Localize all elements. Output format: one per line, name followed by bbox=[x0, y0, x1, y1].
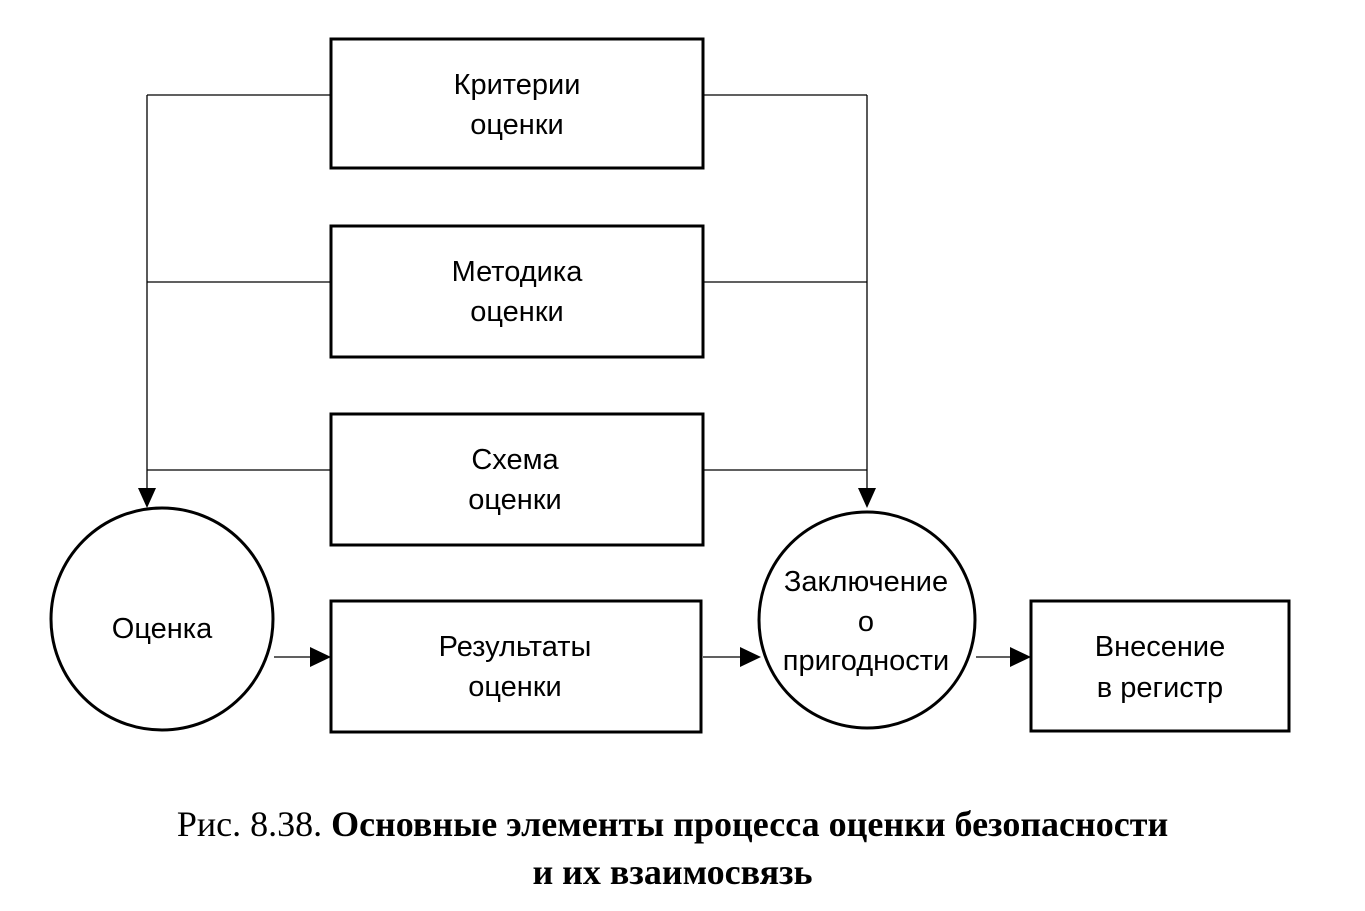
node-registry: Внесение в регистр bbox=[1029, 599, 1291, 733]
caption-prefix: Рис. 8.38. bbox=[176, 804, 323, 844]
evaluation-label: Оценка bbox=[112, 613, 213, 645]
node-results: Результаты оценки bbox=[329, 599, 703, 734]
process-diagram: Критерии оценки Методика оценки Схема оц… bbox=[49, 37, 1291, 734]
caption-title-line1: Основные элементы процесса оценки безопа… bbox=[331, 804, 1169, 844]
registry-label-line1: Внесение bbox=[1095, 631, 1225, 663]
figure-caption: Рис. 8.38. Основные элементы процесса оц… bbox=[0, 800, 1345, 896]
criteria-label-line2: оценки bbox=[470, 109, 563, 141]
caption-line2: и их взаимосвязь bbox=[0, 848, 1345, 896]
node-methodology: Методика оценки bbox=[329, 224, 705, 359]
connectors bbox=[146, 94, 1016, 658]
conclusion-label-line2: о bbox=[858, 606, 874, 638]
conclusion-label-line3: пригодности bbox=[783, 645, 950, 677]
arrowhead-to-conclusion bbox=[858, 488, 876, 508]
arrowhead-to-results bbox=[310, 647, 331, 667]
methodology-label-line1: Методика bbox=[452, 256, 584, 288]
results-label-line1: Результаты bbox=[439, 631, 592, 663]
node-conclusion: Заключение о пригодности bbox=[757, 510, 977, 730]
arrowhead-to-evaluation bbox=[138, 488, 156, 508]
scheme-label-line2: оценки bbox=[468, 484, 561, 516]
arrowhead-to-registry bbox=[1010, 647, 1031, 667]
conclusion-circle bbox=[757, 510, 977, 730]
methodology-box bbox=[329, 224, 705, 359]
results-box bbox=[329, 599, 703, 734]
evaluation-circle bbox=[49, 506, 275, 732]
criteria-label-line1: Критерии bbox=[454, 69, 581, 101]
results-label-line2: оценки bbox=[468, 671, 561, 703]
arrowhead-to-conclusion-flow bbox=[740, 647, 761, 667]
criteria-box bbox=[329, 37, 705, 170]
node-evaluation: Оценка bbox=[49, 506, 275, 732]
caption-line1: Рис. 8.38. Основные элементы процесса оц… bbox=[0, 800, 1345, 848]
scheme-box bbox=[329, 412, 705, 547]
scheme-label-line1: Схема bbox=[471, 444, 559, 476]
methodology-label-line2: оценки bbox=[470, 296, 563, 328]
arrowheads bbox=[138, 488, 1031, 667]
caption-title-line2: и их взаимосвязь bbox=[532, 852, 813, 892]
node-scheme: Схема оценки bbox=[329, 412, 705, 547]
registry-box bbox=[1029, 599, 1291, 733]
node-criteria: Критерии оценки bbox=[329, 37, 705, 170]
conclusion-label-line1: Заключение bbox=[784, 566, 948, 598]
registry-label-line2: в регистр bbox=[1097, 672, 1223, 704]
